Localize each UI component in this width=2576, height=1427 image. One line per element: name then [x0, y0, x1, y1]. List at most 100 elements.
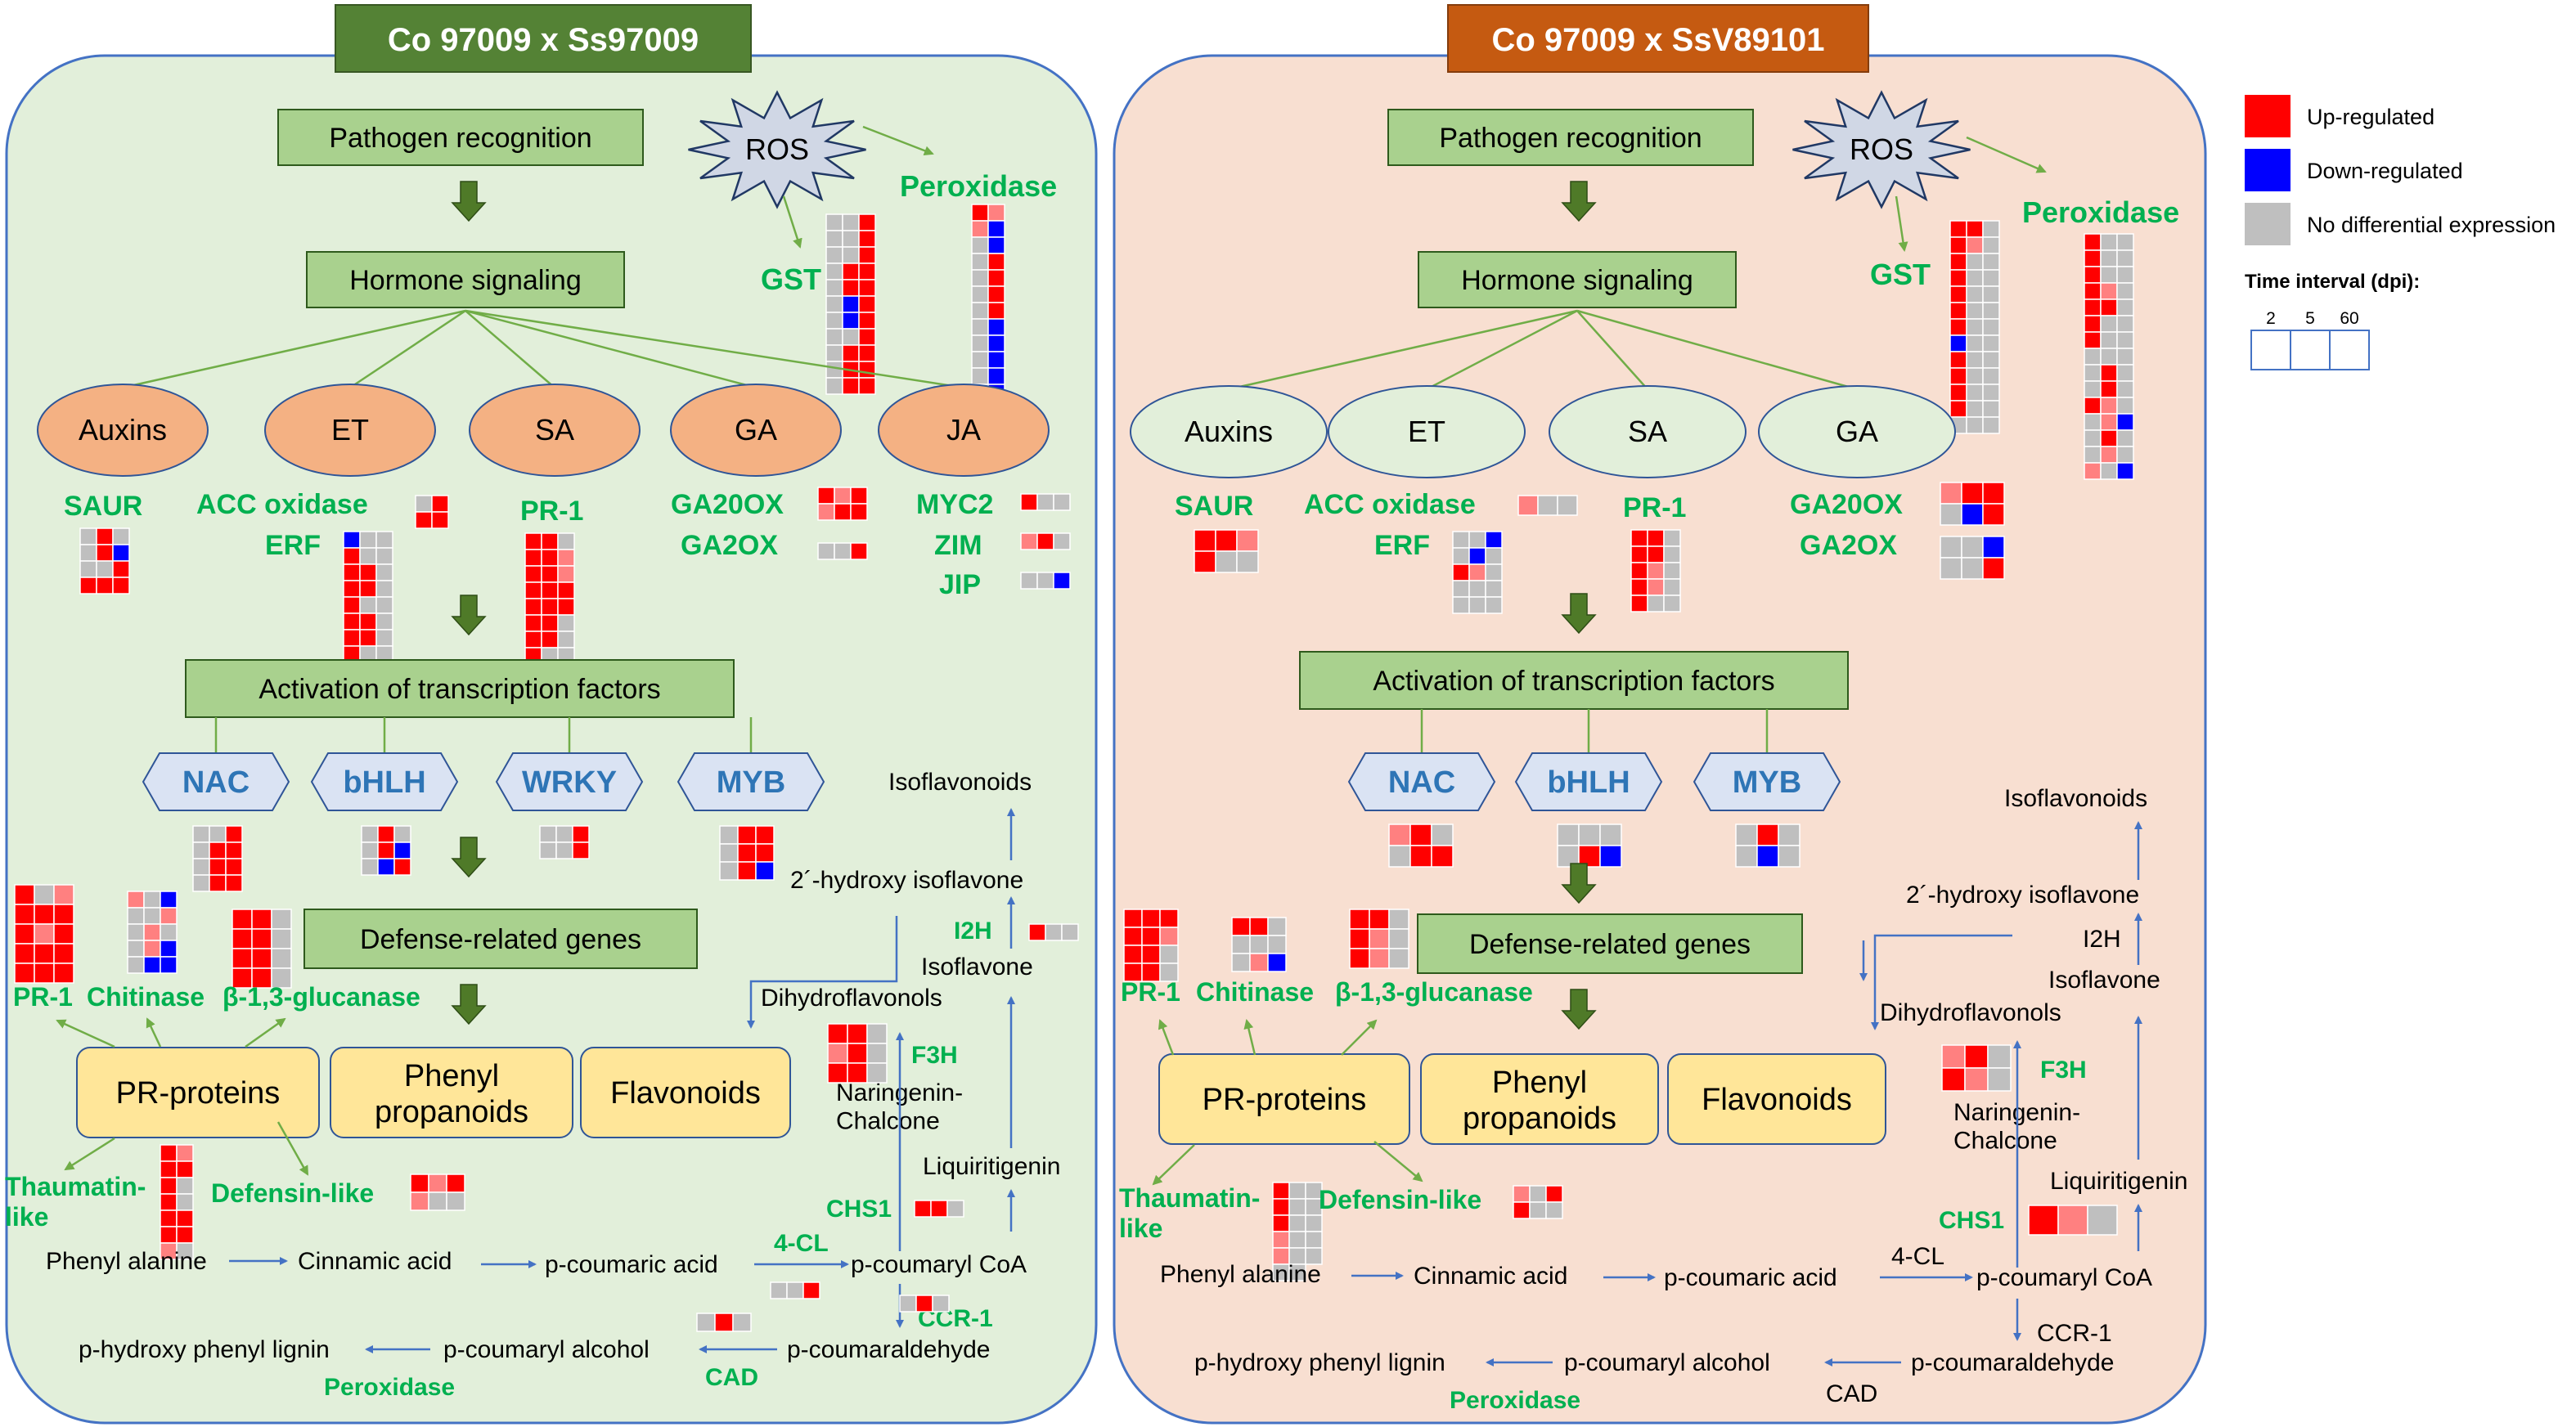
- right-peroxidase-heatmap-cell: [2116, 364, 2134, 382]
- right-gst-heatmap-cell: [1982, 269, 2000, 287]
- right-bhlh-heatmap-cell: [1599, 845, 1622, 868]
- left-pr1-heatmap-cell: [34, 943, 55, 964]
- left-peroxidase-heatmap-cell: [987, 285, 1005, 303]
- right-nac-heatmap-cell: [1409, 823, 1432, 846]
- right-chitinase-heatmap-cell: [1231, 953, 1251, 972]
- right-peroxidase-heatmap-cell: [2084, 397, 2102, 415]
- right-peroxidase-heatmap-cell: [2116, 298, 2134, 316]
- right-pr1-hormone-heatmap-cell: [1647, 595, 1665, 613]
- left-glucanase-heatmap-cell: [251, 909, 272, 930]
- left-peroxidase-heatmap-cell: [971, 367, 989, 385]
- left-peroxidase-heatmap-cell: [987, 334, 1005, 352]
- right-pr1-hormone-heatmap-cell: [1663, 595, 1681, 613]
- left-saur-heatmap-cell: [112, 544, 130, 562]
- left-peroxidase-heatmap-cell: [971, 269, 989, 287]
- right-pr1-hormone-heatmap-cell: [1647, 562, 1665, 580]
- left-i2h-heatmap-cell: [1028, 923, 1046, 941]
- left-thaumatin-heatmap-cell: [160, 1226, 178, 1244]
- left-ros-gst-arrow: [782, 195, 802, 249]
- left-4cl-heatmap-cell: [786, 1281, 804, 1299]
- left-f3h-heatmap-cell: [827, 1062, 848, 1084]
- right-gst-heatmap-cell: [1949, 269, 1967, 287]
- left-thaumatin-heatmap-cell: [176, 1160, 194, 1178]
- right-f3h-heatmap-cell: [1987, 1044, 2012, 1069]
- right-chs1-heatmap-cell: [2057, 1205, 2088, 1236]
- right-panel-title-box: [1447, 4, 1869, 73]
- right-ga20ox-heatmap-cell: [1982, 503, 2005, 526]
- right-erf-heatmap-cell: [1468, 531, 1486, 549]
- right-chitinase-label: Chitinase: [1196, 977, 1314, 1007]
- right-gst-heatmap-cell: [1966, 285, 1984, 303]
- left-erf-heatmap-cell: [359, 547, 377, 565]
- left-peroxidase-top-label: Peroxidase: [900, 169, 1057, 203]
- right-chitinase-heatmap-cell: [1267, 917, 1287, 936]
- right-glucanase-heatmap-cell: [1388, 928, 1409, 949]
- left-gst-heatmap-cell: [858, 344, 876, 362]
- right-gst-heatmap-cell: [1982, 367, 2000, 385]
- left-isoflavonoids: Isoflavonoids: [888, 769, 1032, 796]
- right-peroxidase-heatmap-cell: [2084, 429, 2102, 447]
- left-gst-heatmap-cell: [842, 230, 860, 248]
- left-chs1-heatmap-cell: [914, 1200, 932, 1218]
- right-gst-heatmap-cell: [1949, 367, 1967, 385]
- left-erf-heatmap-cell: [375, 613, 393, 630]
- left-peroxidase-heatmap-cell: [987, 220, 1005, 238]
- right-saur-label: SAUR: [1175, 491, 1253, 522]
- right-i2h-label: I2H: [2083, 926, 2121, 953]
- left-gst-heatmap-cell: [858, 246, 876, 264]
- left-hydroxy-isoflavone: 2´-hydroxy isoflavone: [790, 867, 1023, 894]
- right-ga2ox-heatmap-cell: [1940, 536, 1962, 559]
- left-pr1-hormone-heatmap-cell: [541, 581, 559, 599]
- left-pr1-heatmap-cell: [14, 904, 35, 925]
- right-category-flavonoids: [1667, 1053, 1886, 1145]
- left-pr1-heatmap-cell: [34, 904, 55, 925]
- left-myb-heatmap-cell: [755, 843, 775, 863]
- left-defensin-heatmap-cell: [410, 1173, 429, 1193]
- right-peroxidase-heatmap-cell: [2116, 233, 2134, 251]
- left-chitinase-heatmap-cell: [160, 956, 178, 974]
- left-ros-starburst: [688, 90, 866, 209]
- left-myb-heatmap-cell: [737, 825, 757, 845]
- right-bhlh-heatmap-cell: [1599, 823, 1622, 846]
- right-acc-heatmap-cell: [1517, 495, 1539, 516]
- left-pr1-hormone-heatmap-cell: [541, 565, 559, 583]
- right-peroxidase-heatmap-cell: [2100, 266, 2118, 284]
- left-hormone-4-label: JA: [946, 413, 981, 446]
- left-glucanase-heatmap-cell: [232, 909, 253, 930]
- right-defensin-heatmap-cell: [1513, 1185, 1531, 1203]
- right-pathogen-recognition-box-label: Pathogen recognition: [1439, 123, 1702, 154]
- left-pr1-hormone-heatmap-cell: [557, 565, 575, 583]
- left-f3h-label: F3H: [911, 1042, 958, 1069]
- right-gst-heatmap-cell: [1966, 236, 1984, 254]
- left-f3h-heatmap-cell: [866, 1023, 888, 1044]
- left-f3h-heatmap-cell: [847, 1062, 868, 1084]
- left-zim-heatmap-cell: [1020, 532, 1038, 550]
- right-pr1-heatmap-cell: [1141, 909, 1161, 928]
- left-pr1-heatmap-cell: [14, 923, 35, 945]
- right-gst-label: GST: [1870, 258, 1931, 291]
- left-ga20ox-heatmap-cell: [834, 487, 852, 505]
- left-bhlh-heatmap-cell: [393, 858, 411, 876]
- right-peroxidase-heatmap-cell: [2084, 380, 2102, 398]
- right-gst-heatmap-cell: [1966, 416, 1984, 434]
- left-cad-heatmap-cell: [696, 1313, 716, 1332]
- left-gst-heatmap-cell: [842, 246, 860, 264]
- left-gst-heatmap-cell: [858, 230, 876, 248]
- left-saur-heatmap-cell: [112, 560, 130, 578]
- right-peroxidase-heatmap-cell: [2084, 315, 2102, 333]
- left-4cl-label: 4-CL: [774, 1230, 829, 1257]
- left-i2h-label: I2H: [954, 918, 992, 945]
- left-peroxidase-heatmap-cell: [971, 253, 989, 271]
- left-tf-activation-box: [185, 659, 735, 718]
- left-erf-heatmap-cell: [359, 563, 377, 581]
- left-erf-heatmap-cell: [343, 580, 361, 598]
- right-ga20ox-heatmap-cell: [1961, 482, 1984, 505]
- right-erf-heatmap-cell: [1485, 596, 1503, 614]
- right-myb-heatmap-cell: [1778, 823, 1801, 846]
- left-ga2ox-heatmap-cell: [850, 542, 868, 560]
- right-gst-heatmap-cell: [1949, 253, 1967, 271]
- left-ccr1-heatmap-cell: [932, 1295, 950, 1313]
- right-erf-heatmap-cell: [1452, 596, 1470, 614]
